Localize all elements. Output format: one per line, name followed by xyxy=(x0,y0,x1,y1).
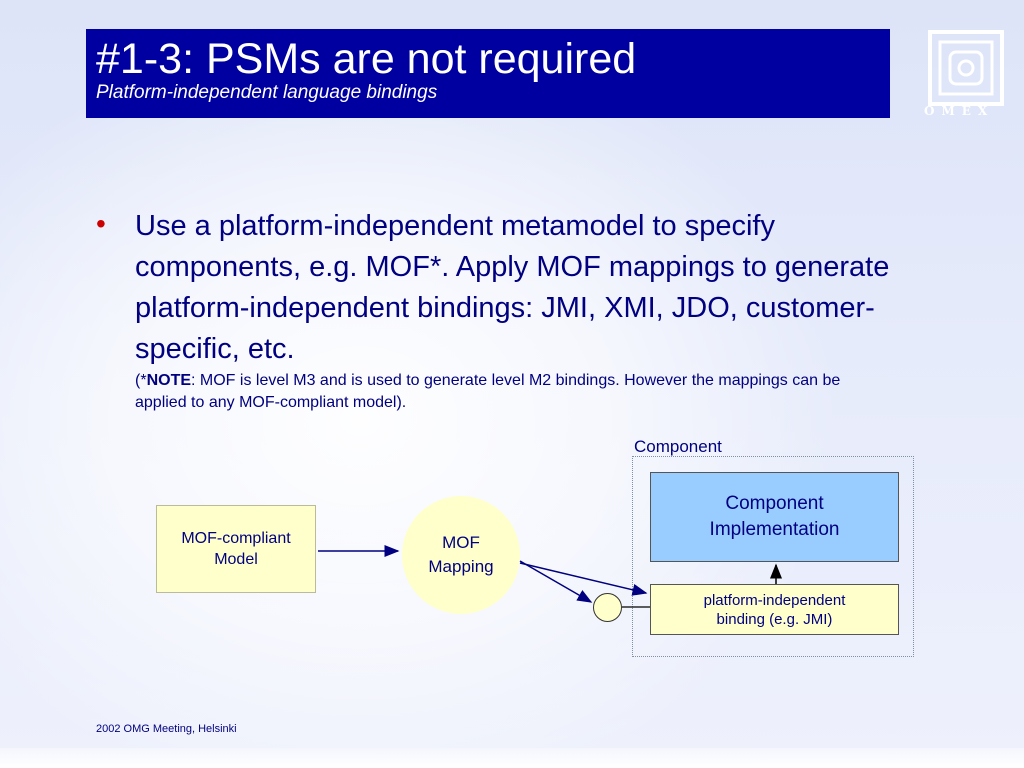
omex-logo-icon xyxy=(928,30,1004,106)
slide-subtitle: Platform-independent language bindings xyxy=(96,82,438,103)
binding-box: platform-independent binding (e.g. JMI) xyxy=(650,584,899,635)
impl-line2: Implementation xyxy=(709,519,840,540)
bottom-band xyxy=(0,748,1024,768)
note-prefix: (* xyxy=(135,372,147,389)
mof-compliant-model-box: MOF-compliant Model xyxy=(156,505,316,593)
bullet-dot-icon: • xyxy=(96,208,106,239)
component-label: Component xyxy=(634,437,722,456)
mof-model-line2: Model xyxy=(214,551,258,568)
note-text: : MOF is level M3 and is used to generat… xyxy=(135,372,841,411)
component-frame xyxy=(632,456,914,657)
binding-line1: platform-independent xyxy=(703,591,846,609)
footer-text: 2002 OMG Meeting, Helsinki xyxy=(96,723,237,735)
component-implementation-box: Component Implementation xyxy=(650,472,899,562)
impl-line1: Component xyxy=(725,493,824,514)
binding-line2: binding (e.g. JMI) xyxy=(716,610,833,628)
title-banner: #1-3: PSMs are not required Platform-ind… xyxy=(86,29,890,118)
slide-title: #1-3: PSMs are not required xyxy=(96,35,637,83)
mof-mapping-circle: MOF Mapping xyxy=(402,496,520,614)
logo-text: OMEX xyxy=(924,104,995,118)
note-label: NOTE xyxy=(146,372,192,389)
mapping-line2: Mapping xyxy=(428,557,494,576)
mof-model-line1: MOF-compliant xyxy=(181,530,291,547)
interface-lollipop xyxy=(593,593,622,622)
mapping-line1: MOF xyxy=(442,533,480,552)
footnote: (*NOTE: MOF is level M3 and is used to g… xyxy=(135,370,895,414)
bullet-text: Use a platform-independent metamodel to … xyxy=(135,210,890,365)
